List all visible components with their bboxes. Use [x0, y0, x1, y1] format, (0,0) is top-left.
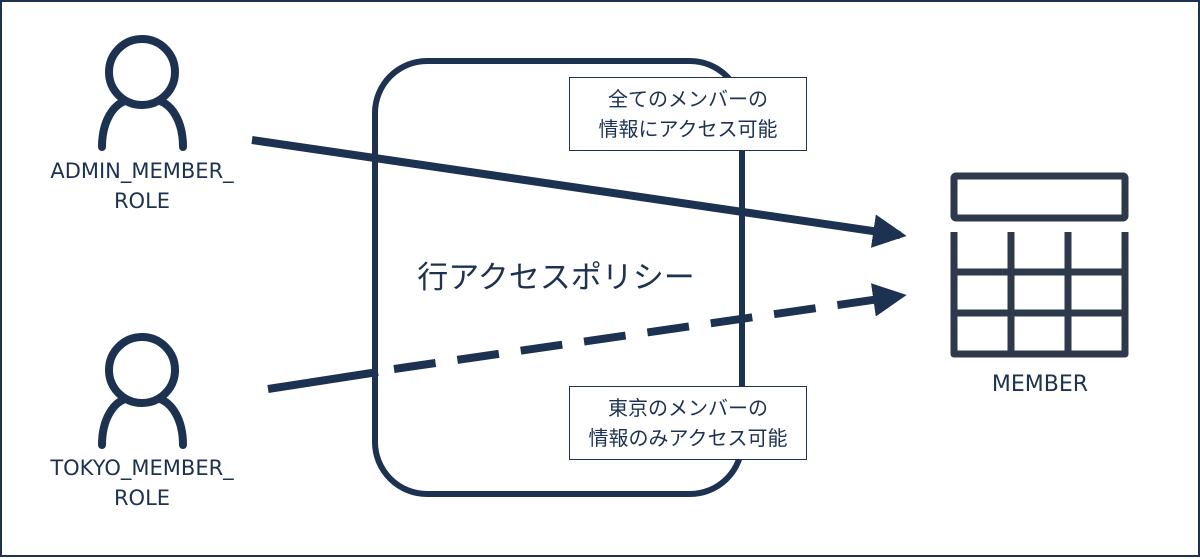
policy-box — [372, 58, 745, 497]
tokyo-role-label: TOKYO_MEMBER_ ROLE — [50, 456, 234, 510]
admin-user-icon — [98, 35, 187, 151]
table-icon — [950, 172, 1129, 358]
tokyo-access-note: 東京のメンバーの 情報のみアクセス可能 — [569, 386, 807, 460]
tokyo-access-arrow-dashed — [393, 283, 907, 373]
admin-access-arrow — [251, 136, 907, 248]
tokyo-access-line-solid — [267, 368, 379, 393]
policy-title: 行アクセスポリシー — [417, 260, 695, 296]
tokyo-user-icon — [98, 333, 187, 449]
table-label: MEMBER — [991, 372, 1089, 397]
admin-access-note: 全てのメンバーの 情報にアクセス可能 — [569, 77, 807, 151]
admin-role-label: ADMIN_MEMBER_ ROLE — [50, 159, 234, 213]
